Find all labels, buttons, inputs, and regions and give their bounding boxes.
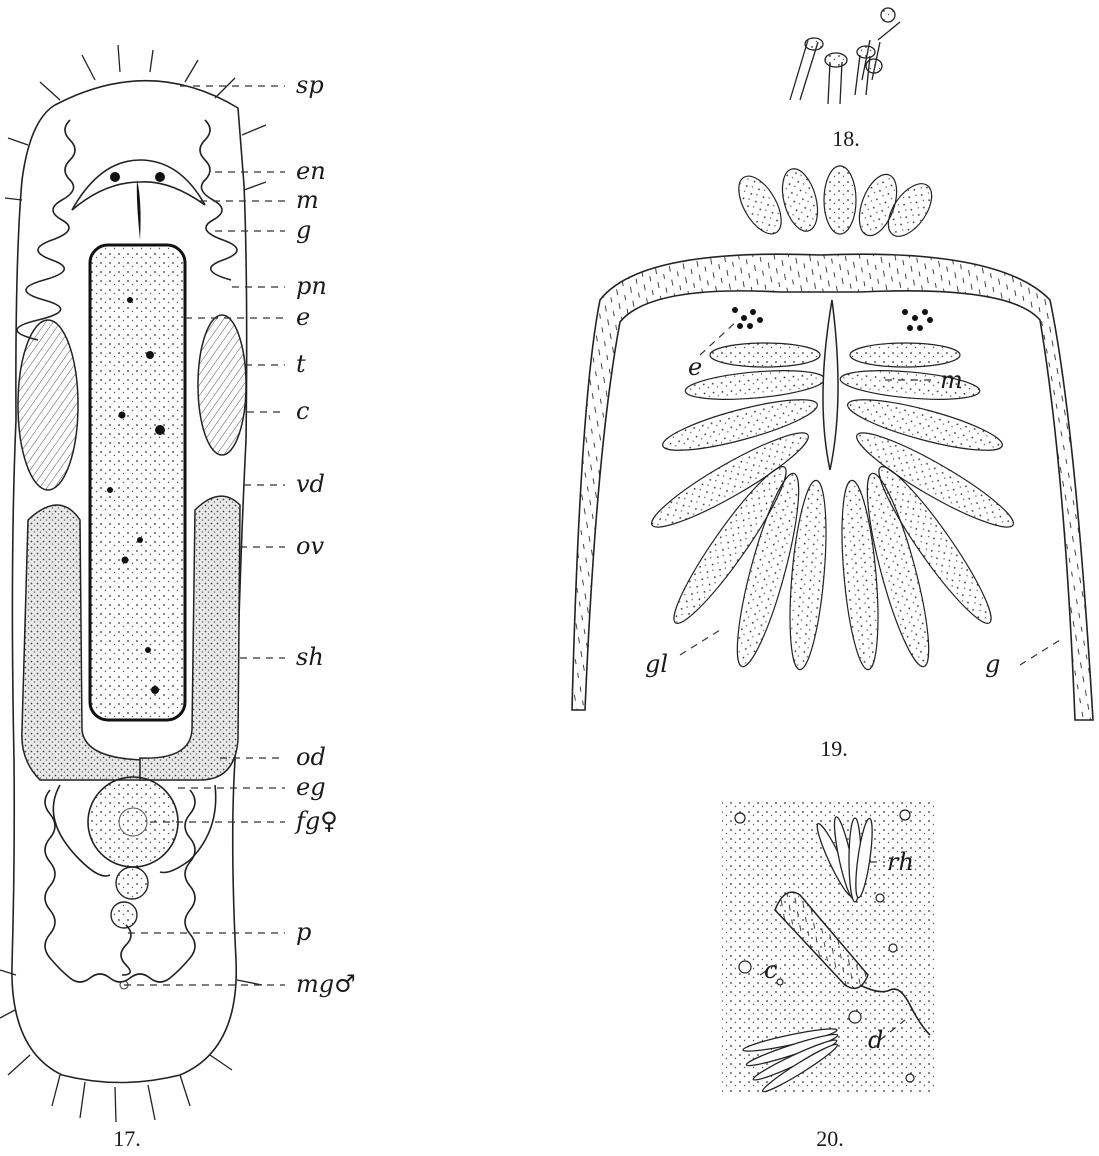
label-sh: sh <box>296 643 324 671</box>
label-19-g: g <box>985 650 1000 678</box>
label-od: od <box>296 743 326 771</box>
penis-bulb <box>111 902 137 928</box>
label-m: m <box>296 186 319 214</box>
testis-right <box>198 315 246 455</box>
label-vd: vd <box>296 470 325 498</box>
figure-17-labels: sp en m g pn e t c vd ov sh od eg fg♀ p … <box>294 71 356 998</box>
label-en: en <box>296 157 326 185</box>
testis-left <box>18 320 78 490</box>
label-c: c <box>296 397 309 425</box>
figure-19-glands: e m gl g 19. <box>572 165 1093 761</box>
label-pn: pn <box>296 272 327 300</box>
intestine <box>90 245 185 720</box>
label-20-c: c <box>764 956 777 984</box>
label-g: g <box>296 216 311 244</box>
figure-18-spines: 18. <box>790 8 900 151</box>
female-genital-bulb <box>116 867 148 899</box>
figure-17-number: 17. <box>113 1126 141 1151</box>
label-20-d: d <box>868 1026 883 1054</box>
label-eg: eg <box>296 773 326 801</box>
pharynx-mouth <box>137 180 141 240</box>
label-20-rh: rh <box>887 848 914 876</box>
figure-17-worm: sp en m g pn e t c vd ov sh od eg fg♀ p … <box>0 45 356 1151</box>
eye-left <box>110 172 120 182</box>
label-t: t <box>296 350 306 378</box>
eye-right <box>155 172 165 182</box>
label-ov: ov <box>296 532 324 560</box>
label-19-gl: gl <box>645 650 668 678</box>
pharynx-spindle <box>823 300 838 470</box>
label-mg-male: mg♂ <box>296 970 356 998</box>
protonephridium-right <box>200 120 237 280</box>
figure-20-rhabdites: rh c d 20. <box>722 800 934 1151</box>
figure-20-number: 20. <box>816 1126 844 1151</box>
label-fg-female: fg♀ <box>294 807 338 835</box>
label-p: p <box>296 918 311 946</box>
figure-18-number: 18. <box>832 126 860 151</box>
label-19-m: m <box>940 366 963 394</box>
label-e: e <box>296 303 310 331</box>
protonephridium-left <box>17 120 75 340</box>
label-sp: sp <box>296 71 324 99</box>
label-19-e: e <box>688 353 702 381</box>
figure-19-number: 19. <box>820 736 848 761</box>
